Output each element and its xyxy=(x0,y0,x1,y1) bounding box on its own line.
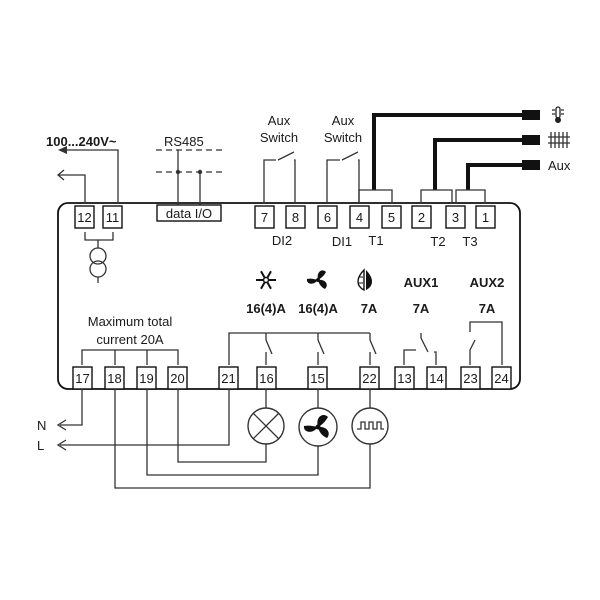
svg-text:15: 15 xyxy=(310,371,324,386)
input-label-di1: DI1 xyxy=(332,234,352,249)
svg-text:13: 13 xyxy=(397,371,411,386)
aux1-rating: 7A xyxy=(413,301,430,316)
bottom-terminal-15: 15 xyxy=(307,366,328,390)
supply-wires xyxy=(56,146,119,248)
aux2-rating: 7A xyxy=(479,301,496,316)
svg-text:Aux: Aux xyxy=(268,113,291,128)
top-terminal-4: 4 xyxy=(349,205,370,229)
lamp-icon xyxy=(247,407,285,445)
snowflake-icon xyxy=(256,270,276,290)
svg-text:16: 16 xyxy=(259,371,273,386)
aux-switch-2 xyxy=(326,151,360,203)
svg-text:2: 2 xyxy=(418,210,425,225)
max-current-label: Maximum total current 20A xyxy=(88,314,173,347)
svg-text:14: 14 xyxy=(429,371,443,386)
svg-text:Aux: Aux xyxy=(332,113,355,128)
bottom-terminal-21: 21 xyxy=(218,366,239,390)
data-io-port xyxy=(156,204,222,222)
bottom-terminal-14: 14 xyxy=(426,366,447,390)
fan-motor-icon xyxy=(298,407,338,447)
svg-text:3: 3 xyxy=(452,210,459,225)
bottom-terminal-13: 13 xyxy=(394,366,415,390)
input-label-t3: T3 xyxy=(462,234,477,249)
bottom-terminal-19: 19 xyxy=(136,366,157,390)
fan-icon xyxy=(306,270,327,289)
rs485-label: RS485 xyxy=(164,134,204,149)
svg-text:Switch: Switch xyxy=(324,130,362,145)
aux1-name: AUX1 xyxy=(404,275,439,290)
relay-contacts xyxy=(228,321,503,365)
svg-text:24: 24 xyxy=(494,371,508,386)
thermometer-icon xyxy=(552,106,564,123)
svg-text:8: 8 xyxy=(292,210,299,225)
bottom-terminal-22: 22 xyxy=(359,366,380,390)
top-terminal-7: 7 xyxy=(254,205,275,229)
top-terminal-6: 6 xyxy=(317,205,338,229)
svg-text:current 20A: current 20A xyxy=(96,332,164,347)
svg-text:7: 7 xyxy=(261,210,268,225)
top-terminal-8: 8 xyxy=(285,205,306,229)
bottom-terminal-18: 18 xyxy=(104,366,125,390)
common-bus xyxy=(81,349,179,365)
svg-text:11: 11 xyxy=(106,210,120,225)
controller-body xyxy=(57,202,521,390)
input-label-di2: DI2 xyxy=(272,233,292,248)
relay-1-rating: 16(4)A xyxy=(246,301,286,316)
input-label-t2: T2 xyxy=(430,234,445,249)
probe-aux-label: Aux xyxy=(548,158,571,173)
heater-icon xyxy=(351,407,389,445)
svg-text:21: 21 xyxy=(221,371,235,386)
svg-text:19: 19 xyxy=(139,371,153,386)
probe-cables xyxy=(358,113,525,203)
top-terminal-5: 5 xyxy=(381,205,402,229)
svg-text:18: 18 xyxy=(107,371,121,386)
defrost-icon xyxy=(357,268,372,292)
neutral-line-wiring xyxy=(56,389,371,489)
supply-voltage-label: 100...240V~ xyxy=(46,134,117,149)
svg-text:Maximum total: Maximum total xyxy=(88,314,173,329)
aux-switch-1-label: Aux Switch xyxy=(260,113,298,145)
bottom-terminal-23: 23 xyxy=(460,366,481,390)
aux-switch-1 xyxy=(263,151,296,203)
line-label: L xyxy=(37,438,44,453)
top-terminal-2: 2 xyxy=(411,205,432,229)
input-label-t1: T1 xyxy=(368,233,383,248)
bottom-terminal-20: 20 xyxy=(167,366,188,390)
data-io-label: data I/O xyxy=(166,206,212,221)
svg-text:1: 1 xyxy=(482,210,489,225)
evaporator-icon xyxy=(548,132,570,148)
neutral-label: N xyxy=(37,418,46,433)
bottom-terminal-24: 24 xyxy=(491,366,512,390)
svg-text:22: 22 xyxy=(362,371,376,386)
aux-switch-2-label: Aux Switch xyxy=(324,113,362,145)
svg-text:5: 5 xyxy=(388,210,395,225)
probe-tips xyxy=(522,110,540,170)
rs485-bus xyxy=(156,149,224,205)
transformer-icon xyxy=(89,247,107,283)
svg-text:4: 4 xyxy=(356,210,363,225)
aux2-name: AUX2 xyxy=(470,275,505,290)
top-terminal-1: 1 xyxy=(475,205,496,229)
svg-text:Switch: Switch xyxy=(260,130,298,145)
bottom-terminal-16: 16 xyxy=(256,366,277,390)
svg-text:20: 20 xyxy=(170,371,184,386)
svg-text:12: 12 xyxy=(77,210,91,225)
top-terminal-12: 12 xyxy=(74,205,95,229)
top-terminal-3: 3 xyxy=(445,205,466,229)
bottom-terminal-17: 17 xyxy=(72,366,93,390)
relay-3-rating: 7A xyxy=(361,301,378,316)
svg-text:17: 17 xyxy=(75,371,89,386)
relay-2-rating: 16(4)A xyxy=(298,301,338,316)
svg-text:6: 6 xyxy=(324,210,331,225)
svg-text:23: 23 xyxy=(463,371,477,386)
top-terminal-11: 11 xyxy=(102,205,123,229)
